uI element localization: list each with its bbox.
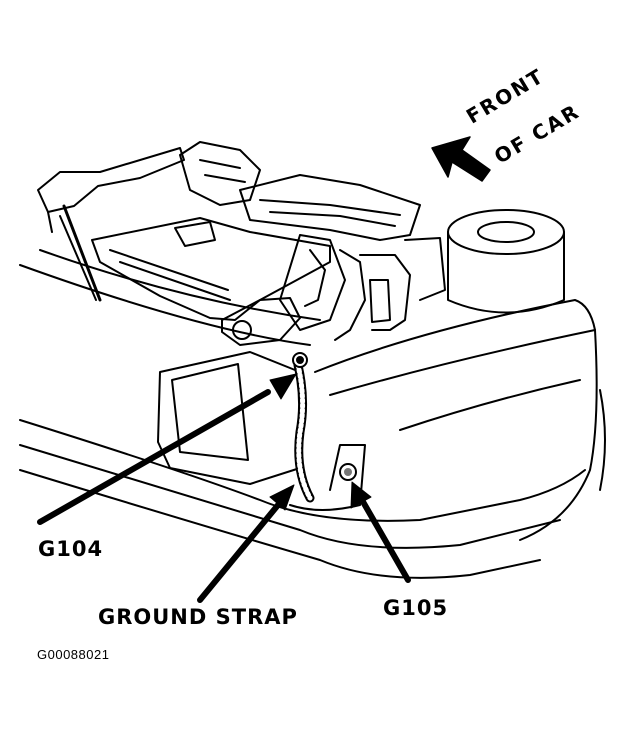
arrow-ground-strap [197,484,295,603]
label-g104: G104 [38,537,104,561]
arrow-g105 [350,481,411,583]
headlamp [157,351,301,485]
engine-assembly [91,141,446,346]
label-g105: G105 [383,596,449,620]
fender-body [19,249,606,541]
arrow-g104 [37,373,297,525]
bumper [19,419,586,579]
ground-strap [292,352,315,503]
hood [37,147,185,302]
g105-ground-point [339,463,357,481]
front-direction-arrow-icon [431,136,491,182]
air-cleaner [447,209,565,314]
callout-arrows [37,373,411,603]
figure-id: G00088021 [37,647,110,662]
label-ground-strap: GROUND STRAP [98,605,298,629]
